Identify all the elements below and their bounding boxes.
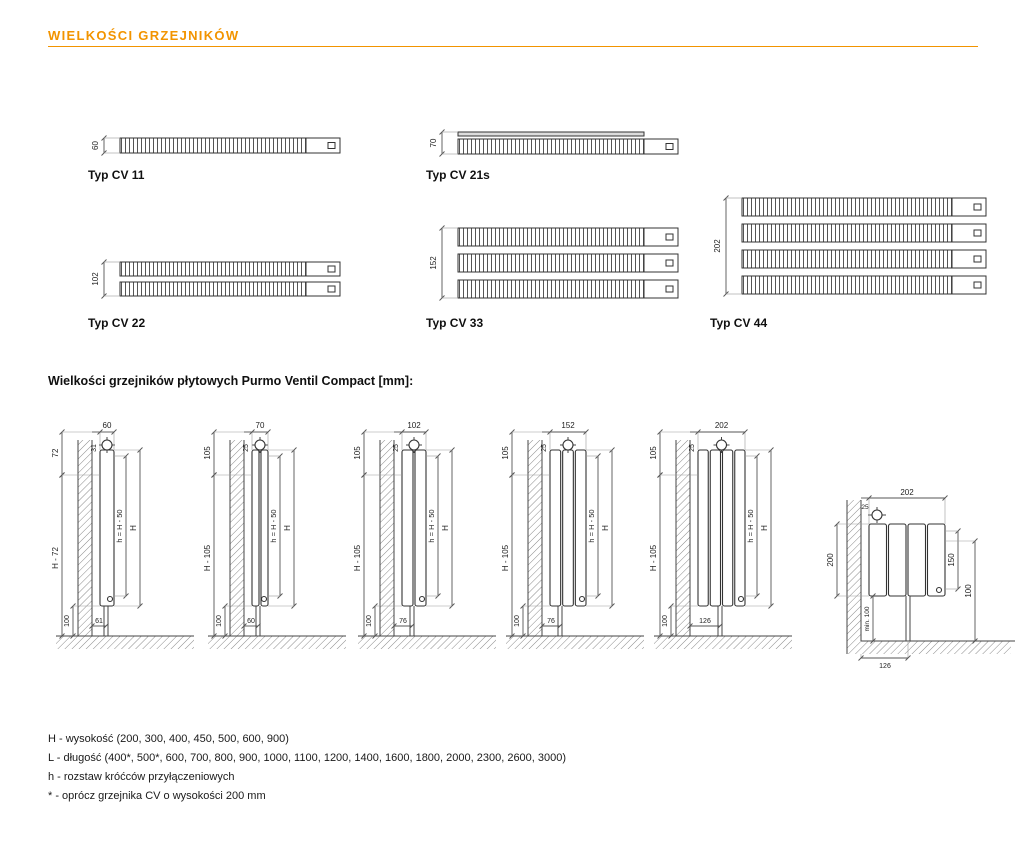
legend-line-note: * - oprócz grzejnika CV o wysokości 200 … xyxy=(48,790,266,802)
dim-label: 105 xyxy=(501,446,510,460)
dim-label: 61 xyxy=(95,618,103,625)
top-view-drawing: 102 xyxy=(91,259,341,299)
top-view-drawing: 202 xyxy=(713,195,987,297)
legend-line-spacing: h - rozstaw króćców przyłączeniowych xyxy=(48,771,235,783)
detail-drawing: 202 25 200 min. 100 150 100 126 xyxy=(826,488,1015,670)
header-rule xyxy=(48,46,978,47)
side-view-cv11: 60 31 72 H - 72 100 h = H - 50 H 61 xyxy=(48,418,200,668)
dim-label: 100 xyxy=(514,615,521,627)
top-view-label-cv11: Typ CV 11 xyxy=(88,168,145,182)
dim-label: 105 xyxy=(649,446,658,460)
dim-label: H - 105 xyxy=(501,544,510,571)
dim-label: 60 xyxy=(247,618,255,625)
dim-label: 202 xyxy=(715,421,729,430)
top-view-cv33: 152 xyxy=(422,222,684,304)
dim-label: 150 xyxy=(947,553,956,567)
dim-label: 102 xyxy=(91,272,100,286)
side-view-drawing: 60 31 72 H - 72 100 h = H - 50 H 61 xyxy=(51,421,194,649)
legend: H - wysokość (200, 300, 400, 450, 500, 6… xyxy=(48,730,566,806)
dim-label: H xyxy=(760,525,769,531)
dim-label: 100 xyxy=(964,584,973,598)
side-view-cv33: 152 25 105 H - 105 100 h = H - 50 H 76 xyxy=(498,418,650,668)
dim-label: h = H - 50 xyxy=(269,509,278,542)
top-view-label-cv33: Typ CV 33 xyxy=(426,316,484,330)
dim-label: 31 xyxy=(91,444,98,452)
dim-label: 25 xyxy=(541,444,548,452)
dim-label: H xyxy=(283,525,292,531)
side-view-drawing: 70 25 105 H - 105 100 h = H - 50 H 60 xyxy=(203,421,346,649)
side-view-cv22: 102 25 105 H - 105 100 h = H - 50 H 76 xyxy=(350,418,502,668)
dim-label: 25 xyxy=(861,504,869,511)
side-view-cv44: 202 25 105 H - 105 100 h = H - 50 H 126 xyxy=(646,418,798,668)
dim-label: H - 105 xyxy=(203,544,212,571)
top-view-cv11: 60 xyxy=(84,132,346,159)
top-view-drawing: 70 xyxy=(429,129,679,157)
top-view-label-cv22: Typ CV 22 xyxy=(88,316,146,330)
dim-label: H xyxy=(601,525,610,531)
dim-label: 105 xyxy=(203,446,212,460)
dim-label: 100 xyxy=(64,615,71,627)
dim-label: 25 xyxy=(393,444,400,452)
side-view-cv21s: 70 25 105 H - 105 100 h = H - 50 H 60 xyxy=(200,418,352,668)
dim-label: 102 xyxy=(407,421,421,430)
dim-label: 60 xyxy=(91,141,100,150)
top-view-drawing: 152 xyxy=(429,225,679,301)
top-view-label-cv44: Typ CV 44 xyxy=(710,316,768,330)
dim-label: h = H - 50 xyxy=(427,509,436,542)
dim-label: 200 xyxy=(826,553,835,567)
top-view-cv21s: 70 xyxy=(422,126,684,160)
dim-label: H - 105 xyxy=(649,544,658,571)
detail-view-cv44: 202 25 200 min. 100 150 100 126 xyxy=(825,486,1025,686)
dim-label: 25 xyxy=(689,444,696,452)
side-view-drawing: 102 25 105 H - 105 100 h = H - 50 H 76 xyxy=(353,421,496,649)
dim-label: 152 xyxy=(429,256,438,270)
dim-label: 100 xyxy=(662,615,669,627)
dim-label: H - 72 xyxy=(51,547,60,569)
dim-label: 76 xyxy=(547,618,555,625)
dim-label: 152 xyxy=(561,421,575,430)
top-view-cv44: 202 xyxy=(706,192,992,300)
dim-label: 25 xyxy=(243,444,250,452)
top-view-cv22: 102 xyxy=(84,256,346,302)
dim-label: 60 xyxy=(103,421,112,430)
dim-label: min. 100 xyxy=(864,606,871,631)
dim-label: H xyxy=(441,525,450,531)
side-view-drawing: 152 25 105 H - 105 100 h = H - 50 H 76 xyxy=(501,421,644,649)
top-view-drawing: 60 xyxy=(91,135,341,156)
dim-label: 70 xyxy=(256,421,265,430)
dim-label: 76 xyxy=(399,618,407,625)
dim-label: H xyxy=(129,525,138,531)
dim-label: h = H - 50 xyxy=(746,509,755,542)
dim-label: 126 xyxy=(879,663,891,670)
page-title: WIELKOŚCI GRZEJNIKÓW xyxy=(48,28,240,43)
dim-label: 70 xyxy=(429,138,438,147)
dim-label: h = H - 50 xyxy=(115,509,124,542)
side-view-drawing: 202 25 105 H - 105 100 h = H - 50 H 126 xyxy=(649,421,792,649)
dim-label: 72 xyxy=(51,448,60,457)
top-view-label-cv21s: Typ CV 21s xyxy=(426,168,490,182)
dim-label: 126 xyxy=(699,618,711,625)
dim-label: H - 105 xyxy=(353,544,362,571)
dim-label: 100 xyxy=(366,615,373,627)
dim-label: 202 xyxy=(713,239,722,253)
section-title: Wielkości grzejników płytowych Purmo Ven… xyxy=(48,374,414,388)
dim-label: h = H - 50 xyxy=(587,509,596,542)
dim-label: 105 xyxy=(353,446,362,460)
dim-label: 202 xyxy=(900,488,914,497)
legend-line-height: H - wysokość (200, 300, 400, 450, 500, 6… xyxy=(48,733,289,745)
legend-line-length: L - długość (400*, 500*, 600, 700, 800, … xyxy=(48,752,567,764)
dim-label: 100 xyxy=(216,615,223,627)
